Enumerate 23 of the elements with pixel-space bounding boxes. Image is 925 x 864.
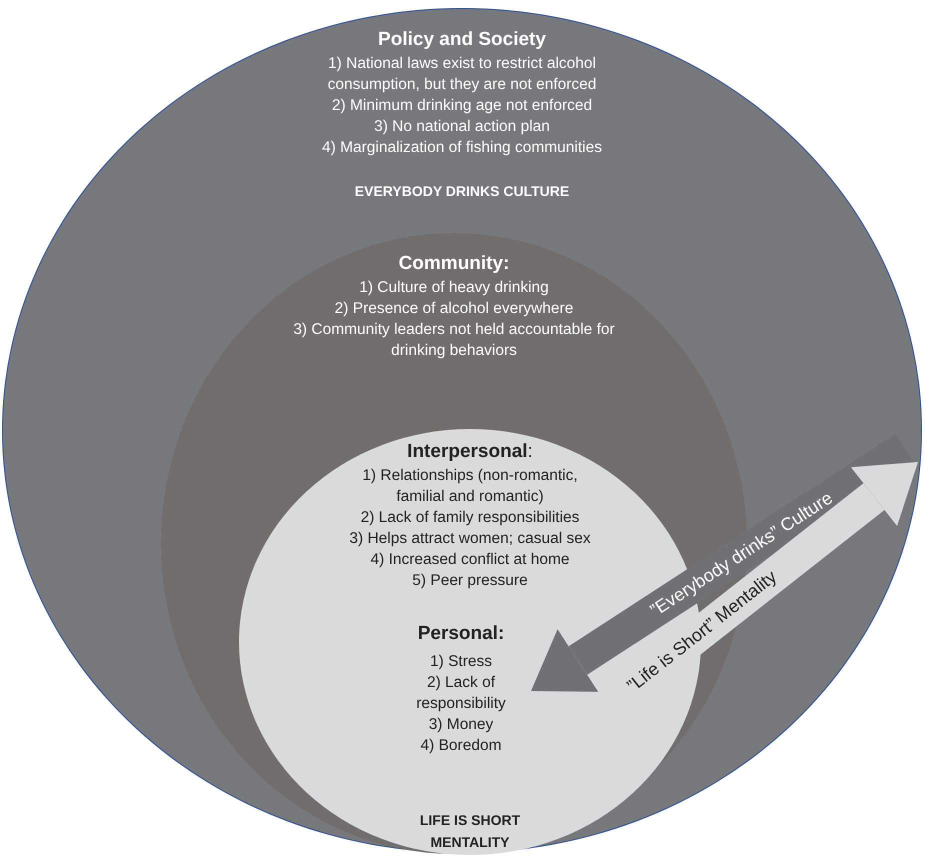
level-heading: Personal: bbox=[416, 622, 506, 646]
factor-item: 4) Boredom bbox=[420, 736, 502, 756]
factor-item: 3) Money bbox=[428, 715, 494, 735]
factor-item: 3) No national action plan bbox=[373, 117, 551, 137]
factor-item: 1) Stress bbox=[428, 652, 493, 672]
factor-item: 1) Culture of heavy drinking bbox=[358, 278, 550, 298]
block-arrow bbox=[531, 434, 914, 691]
level-heading: Interpersonal: bbox=[406, 440, 534, 464]
level-heading: Policy and Society bbox=[377, 28, 547, 52]
factor-item: 4) Marginalization of fishing communities bbox=[321, 138, 603, 158]
theme-caption: LIFE IS SHORT MENTALITY bbox=[418, 811, 522, 852]
factor-item: 1) Relationships (non-romantic, familial and romantic) bbox=[361, 466, 579, 507]
factor-item: 2) Lack of family responsibilities bbox=[360, 508, 580, 528]
factor-item: 2) Lack of responsibility bbox=[415, 673, 507, 714]
theme-caption: EVERYBODY DRINKS CULTURE bbox=[354, 182, 570, 201]
factor-item: 1) National laws exist to restrict alcohol consumption, but they are not enforced bbox=[326, 54, 598, 95]
factor-item: 2) Minimum drinking age not enforced bbox=[330, 96, 594, 116]
factor-item: 2) Presence of alcohol everywhere bbox=[334, 299, 574, 319]
factor-item: 5) Peer pressure bbox=[411, 571, 529, 591]
level-heading: Community: bbox=[398, 252, 510, 276]
factor-item: 3) Helps attract women; casual sex bbox=[348, 529, 592, 549]
factor-item: 4) Increased conflict at home bbox=[369, 550, 571, 570]
factor-item: 3) Community leaders not held accountable for drinking behaviors bbox=[292, 320, 616, 361]
